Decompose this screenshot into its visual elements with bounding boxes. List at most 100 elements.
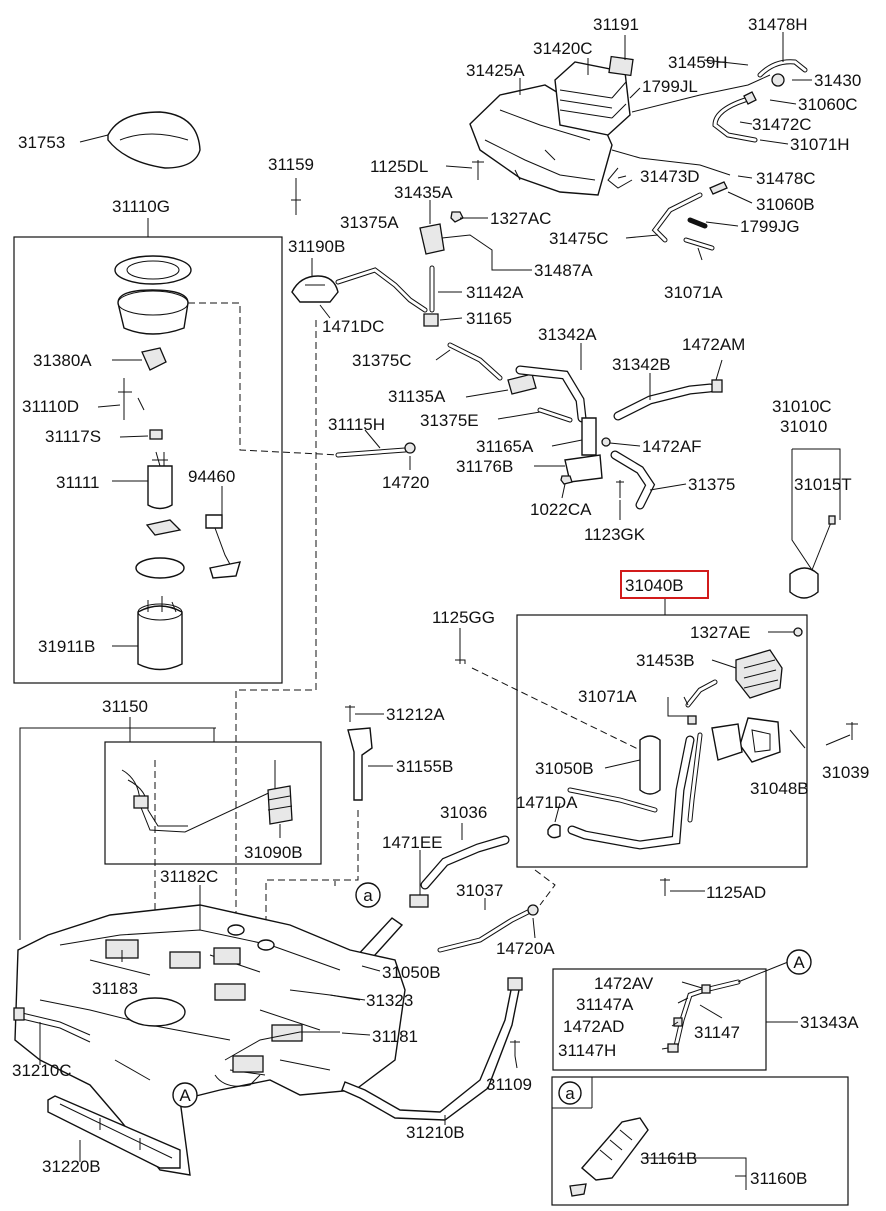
detail-filler-31161B xyxy=(581,1117,649,1181)
canister-bracket-detail xyxy=(484,109,596,181)
bolt-31109 xyxy=(510,1040,520,1056)
hose-31375E-in xyxy=(538,408,572,422)
screw-31159 xyxy=(291,198,301,215)
clip-31147H xyxy=(667,1043,679,1053)
bracket-31473D xyxy=(607,167,633,189)
protector-31220B-ribs xyxy=(59,1103,173,1159)
filler-flange-inner xyxy=(751,729,771,753)
strap-31210C xyxy=(17,1011,91,1043)
tank-pump-opening xyxy=(124,997,186,1027)
callout-31176B: 31176B xyxy=(456,457,513,476)
bolt-1125AD xyxy=(660,878,670,896)
tee-31165 xyxy=(423,313,439,327)
callout-31911B: 31911B xyxy=(38,637,95,656)
sender-31155B xyxy=(347,727,373,801)
callout-1125GG: 1125GG xyxy=(432,608,495,627)
detail-filler-ribs xyxy=(599,1129,633,1161)
clip-31071A-mid xyxy=(687,715,697,725)
callout-31487A: 31487A xyxy=(534,261,593,280)
callout-31050B-bot: 31050B xyxy=(382,963,441,982)
pump-ring-inner xyxy=(126,260,180,280)
bracket-31176B xyxy=(564,454,603,483)
vapor-hose-31475C-in xyxy=(653,193,702,242)
callout-31150: 31150 xyxy=(102,697,148,716)
callout-1327AC: 1327AC xyxy=(490,209,551,228)
hose-31071A-top-in xyxy=(684,238,714,250)
hose-31342A-in xyxy=(516,366,586,422)
tank-pad-d xyxy=(232,1055,264,1073)
callout-31090B: 31090B xyxy=(244,843,303,862)
callout-31210C: 31210C xyxy=(12,1061,72,1080)
callout-1472AF: 1472AF xyxy=(642,437,702,456)
callout-31459H: 31459H xyxy=(668,53,728,72)
tank-pad-c xyxy=(214,983,246,1001)
callout-31071A-top: 31071A xyxy=(664,283,723,302)
callout-31753: 31753 xyxy=(18,133,65,152)
callout-31165A: 31165A xyxy=(476,437,534,456)
filler-neck-assembly-box xyxy=(516,614,808,868)
hose-31037-in xyxy=(438,910,530,952)
clip-1799JG xyxy=(687,217,708,229)
callout-31135A: 31135A xyxy=(388,387,446,406)
marker-a-circle-top xyxy=(355,882,381,908)
highlight-31040B xyxy=(620,570,709,599)
callout-31165: 31165 xyxy=(466,309,512,328)
callout-31220B: 31220B xyxy=(42,1157,101,1176)
callout-94460: 94460 xyxy=(188,467,235,486)
tank-port-a xyxy=(227,924,245,936)
callout-31117S: 31117S xyxy=(45,427,101,446)
sender-dashed-link xyxy=(235,320,317,930)
nut-1327AC xyxy=(450,211,464,223)
clip-31110D xyxy=(118,378,145,420)
fuel-filter-fittings xyxy=(147,596,177,613)
callout-31473D: 31473D xyxy=(640,167,700,186)
callout-31147H: 31147H xyxy=(558,1041,616,1060)
callout-31375: 31375 xyxy=(688,475,735,494)
tank-port-b xyxy=(257,939,275,951)
clip-31060C xyxy=(743,91,757,105)
clamp-1471EE xyxy=(409,894,429,908)
fuel-filter-top xyxy=(137,603,183,621)
callout-31060B: 31060B xyxy=(756,195,815,214)
hose-31036-in xyxy=(421,836,509,889)
callout-31472C: 31472C xyxy=(752,115,812,134)
pump-flange xyxy=(117,289,189,335)
pump-cover-31753 xyxy=(107,111,201,169)
regulator-31190B xyxy=(291,275,339,303)
hose-31071A-mid-in xyxy=(686,680,717,707)
callout-31109: 31109 xyxy=(486,1075,532,1094)
tank-pad-b xyxy=(213,947,241,965)
tee-31165A xyxy=(581,417,597,456)
marker-a-detail: a xyxy=(565,1084,575,1103)
fuel-filter-31911B xyxy=(137,605,183,671)
canister-filter xyxy=(608,55,634,77)
tank-loop xyxy=(214,1074,261,1087)
pump-dashed-link xyxy=(188,302,341,456)
pump-cover-inner xyxy=(119,133,189,141)
callout-31375A: 31375A xyxy=(340,213,399,232)
check-valve-31430 xyxy=(771,73,785,87)
callout-31212A: 31212A xyxy=(386,705,445,724)
tank-hose-31181 xyxy=(224,1031,340,1061)
bolt-31039 xyxy=(846,722,858,740)
sender-31380A xyxy=(141,347,167,371)
hose-31375A-in xyxy=(336,268,427,312)
vapor-hose-assembly-box xyxy=(552,968,767,1071)
callout-31342A: 31342A xyxy=(538,325,597,344)
pump-gasket xyxy=(135,557,185,579)
tube-assembly-box xyxy=(104,741,322,865)
callout-31039: 31039 xyxy=(822,763,869,782)
callout-31040B: 31040B xyxy=(625,576,684,595)
callout-31183: 31183 xyxy=(92,979,138,998)
callout-31453B: 31453B xyxy=(636,651,695,670)
callout-31323: 31323 xyxy=(366,991,413,1010)
callout-1472AV: 1472AV xyxy=(594,974,654,993)
callout-31191: 31191 xyxy=(593,15,639,34)
tube-31150 xyxy=(121,760,276,833)
vapor-hose-31472C xyxy=(712,97,758,143)
callout-1799JL: 1799JL xyxy=(642,77,698,96)
tank-pad-a xyxy=(169,951,201,969)
callout-1123GK: 1123GK xyxy=(584,525,646,544)
sender-dashed xyxy=(265,810,359,930)
